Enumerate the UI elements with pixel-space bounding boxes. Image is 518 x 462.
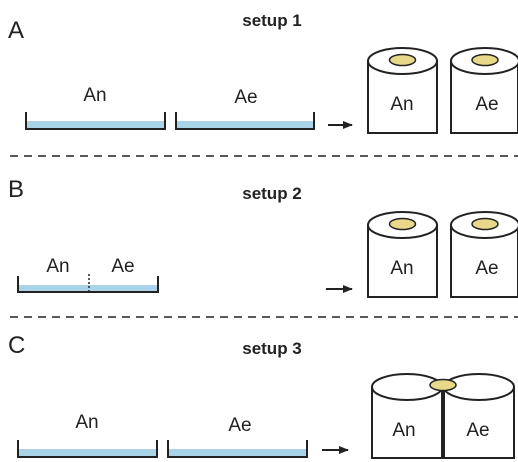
sample-disc xyxy=(388,217,417,231)
cylinder-an-label: An xyxy=(392,420,415,441)
tray-ae-label: Ae xyxy=(234,87,257,108)
cylinder-an xyxy=(371,373,443,459)
tray-an-label: An xyxy=(83,85,106,106)
tray-ae-label: Ae xyxy=(111,256,134,277)
panel-c-title: setup 3 xyxy=(242,339,302,358)
cylinder-an-label: An xyxy=(390,258,413,279)
tray-ae-label: Ae xyxy=(228,415,251,436)
cylinder-an xyxy=(367,47,438,134)
sample-disc xyxy=(471,53,499,67)
tray-ae xyxy=(175,112,315,130)
panel-a-letter: A xyxy=(8,17,24,44)
panel-b: B setup 2 An Ae An Ae xyxy=(8,176,518,298)
sample-disc xyxy=(388,53,417,67)
cylinder-ae-label: Ae xyxy=(466,420,489,441)
cylinder-an xyxy=(367,211,438,298)
cylinder-ae xyxy=(450,47,518,134)
cylinder-an-label: An xyxy=(390,94,413,115)
cylinder-ae-label: Ae xyxy=(475,258,498,279)
cylinder-ae xyxy=(450,211,518,298)
tray-ae xyxy=(167,440,308,458)
panel-b-letter: B xyxy=(8,176,24,203)
shared-sample-disc xyxy=(429,378,457,392)
tray-an xyxy=(17,440,158,458)
panel-c: C setup 3 An Ae An Ae xyxy=(8,332,515,459)
panel-a: A setup 1 An Ae An Ae xyxy=(8,11,518,134)
cylinder-ae-label: Ae xyxy=(475,94,498,115)
panel-c-letter: C xyxy=(8,332,25,359)
panel-b-title: setup 2 xyxy=(242,184,302,203)
tray-an xyxy=(25,112,166,130)
tray-an-label: An xyxy=(75,412,98,433)
sample-disc xyxy=(471,217,499,231)
tray-an-label: An xyxy=(46,256,69,277)
panel-a-title: setup 1 xyxy=(242,11,302,30)
cylinder-ae xyxy=(443,373,515,459)
tray-combined xyxy=(17,274,159,293)
